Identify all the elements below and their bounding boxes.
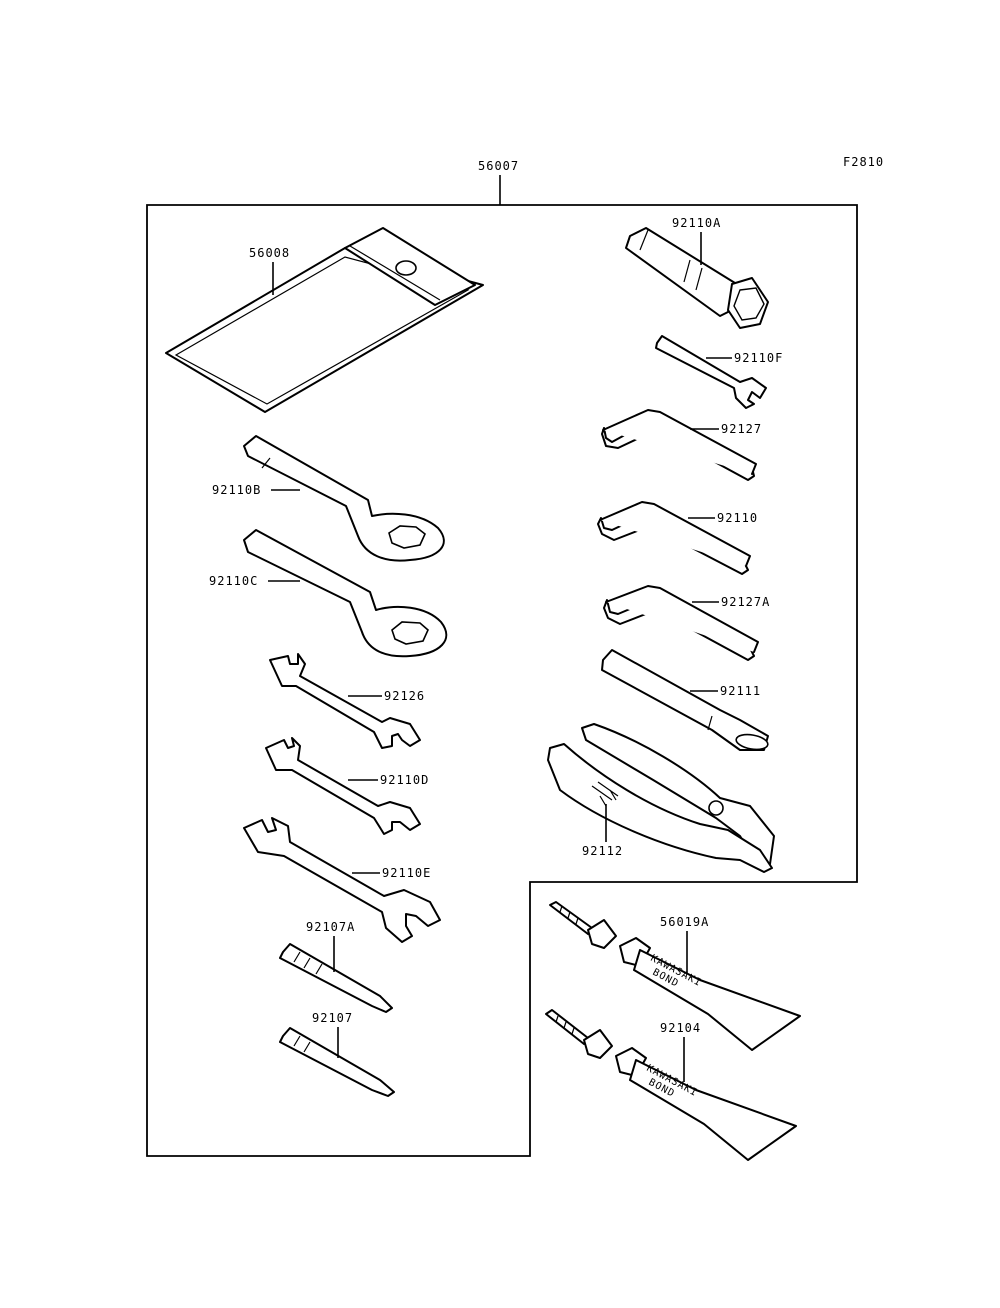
bond-tube-drawing [545, 1009, 797, 1161]
screwdriver-bit-a-drawing [279, 943, 393, 1013]
label-bond-tube: 92104 [660, 1021, 701, 1035]
label-open-wrench-d: 92110D [380, 773, 429, 787]
label-small-wrench-f: 92110F [734, 351, 783, 365]
label-hex-key-92110: 92110 [717, 511, 758, 525]
hex-key-92110-drawing [597, 501, 751, 575]
bond-tube-a-drawing [549, 901, 801, 1051]
label-ring-wrench-b: 92110B [212, 483, 261, 497]
label-spark-plug-wrench: 92110A [672, 216, 721, 230]
hex-key-92127-drawing [601, 409, 757, 481]
label-hex-key-92127a: 92127A [721, 595, 770, 609]
figure-code: F2810 [843, 155, 884, 169]
label-open-wrench-e: 92110E [382, 866, 431, 880]
label-screwdriver-bit-a: 92107A [306, 920, 355, 934]
open-wrench-e-drawing [243, 817, 441, 943]
kit-outline [146, 204, 858, 1157]
screwdriver-bit-drawing [279, 1027, 395, 1097]
kit-label: 56007 [478, 159, 519, 173]
open-wrench-92126-drawing [269, 653, 421, 749]
handle-bar-drawing [601, 649, 769, 751]
label-ring-wrench-c: 92110C [209, 574, 258, 588]
label-open-wrench-92126: 92126 [384, 689, 425, 703]
spark-plug-wrench-drawing [625, 227, 769, 329]
ring-wrench-c-drawing [243, 529, 448, 658]
pliers-drawing [547, 723, 775, 873]
label-screwdriver-bit: 92107 [312, 1011, 353, 1025]
small-wrench-f-drawing [655, 335, 767, 409]
label-pliers: 92112 [582, 844, 623, 858]
hex-key-92127a-drawing [603, 585, 759, 661]
tool-pouch [165, 227, 484, 413]
label-pouch: 56008 [249, 246, 290, 260]
open-wrench-d-drawing [265, 737, 421, 835]
label-handle-bar: 92111 [720, 684, 761, 698]
ring-wrench-b-drawing [243, 435, 445, 562]
label-bond-tube-a: 56019A [660, 915, 709, 929]
label-hex-key-92127: 92127 [721, 422, 762, 436]
